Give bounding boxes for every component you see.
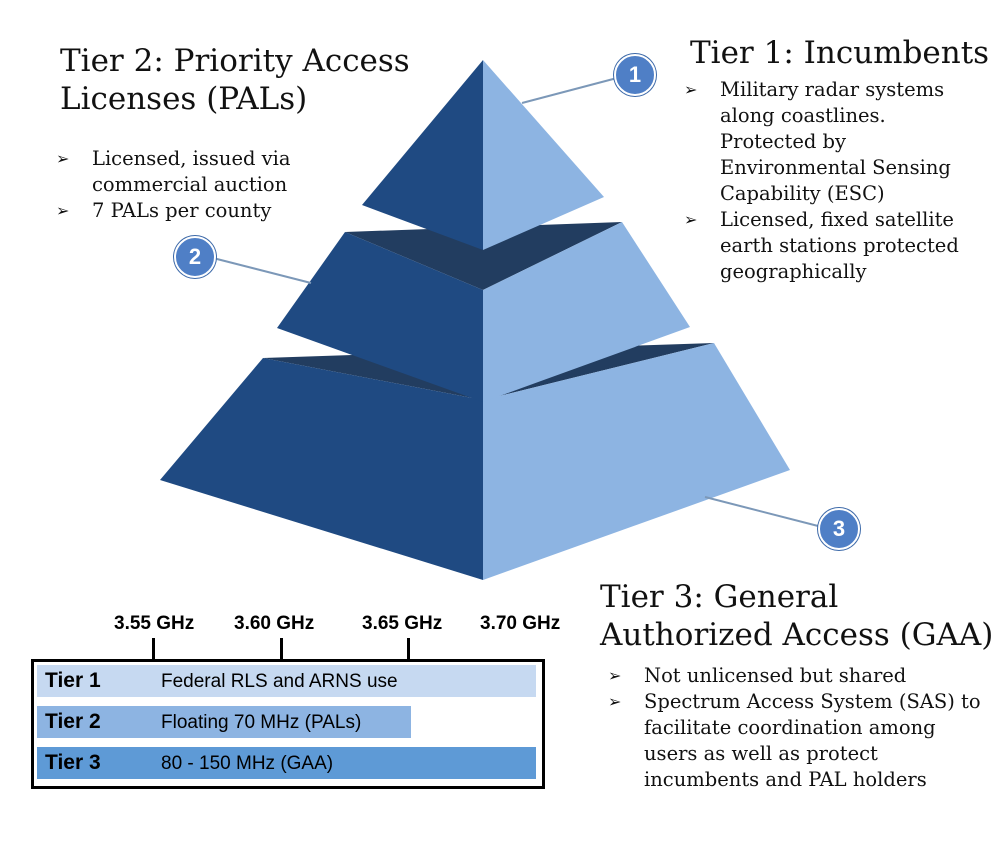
tier-3-title-line1: Tier 3: General	[600, 579, 839, 615]
tier-1-title: Tier 1: Incumbents	[690, 35, 990, 71]
tier-3-bullet: ➢ Spectrum Access System (SAS) to facilit…	[606, 689, 982, 793]
band-tier-label: Tier 2	[45, 710, 101, 733]
band-description: Floating 70 MHz (PALs)	[161, 712, 362, 733]
tier-3-bullet-text: Spectrum Access System (SAS) to facilita…	[644, 690, 981, 791]
connector-line-1	[521, 77, 618, 104]
tier-2-badge: 2	[174, 236, 216, 278]
spectrum-band-table: Tier 1 Federal RLS and ARNS use Tier 2 F…	[31, 659, 545, 789]
tier-3-bullet-text: Not unlicensed but shared	[644, 664, 907, 687]
band-row-tier-1: Tier 1 Federal RLS and ARNS use	[37, 665, 536, 697]
tier-2-bullet-text: Licensed, issued via commercial auction	[92, 147, 291, 196]
tier-2-title: Tier 2: Priority Access Licenses (PALs)	[60, 42, 410, 118]
tier-3-badge: 3	[818, 508, 860, 550]
pyramid-middle-left-face	[277, 232, 483, 402]
band-fill-tier-3	[37, 747, 536, 779]
pyramid-middle-shadow	[345, 222, 622, 290]
frequency-label-3-70: 3.70 GHz	[480, 613, 561, 634]
tier-2-title-line2: Licenses (PALs)	[60, 81, 308, 117]
connector-line-2	[212, 257, 312, 284]
tier-1-bullet: ➢ Licensed, fixed satellite earth station…	[682, 207, 982, 285]
tier-2-bullet: ➢ Licensed, issued via commercial auction	[54, 146, 324, 198]
pyramid-top-left-face	[362, 60, 483, 250]
pyramid-bottom-right-face	[483, 343, 790, 580]
tier-2-bullets: ➢ Licensed, issued via commercial auction…	[54, 146, 324, 224]
tier-3-title-line2: Authorized Access (GAA)	[600, 617, 994, 653]
frequency-label-3-60: 3.60 GHz	[234, 613, 315, 634]
pyramid-bottom-left-face	[160, 358, 483, 580]
tier-1-bullet: ➢ Military radar systems along coastlines…	[682, 77, 982, 207]
bullet-arrow-icon: ➢	[684, 210, 698, 229]
connector-line-3	[704, 496, 823, 528]
frequency-label-3-55: 3.55 GHz	[114, 613, 195, 634]
tier-2-bullet: ➢ 7 PALs per county	[54, 198, 324, 224]
tier-3-title: Tier 3: General Authorized Access (GAA)	[600, 578, 993, 654]
tier-1-badge: 1	[614, 54, 656, 96]
band-description: 80 - 150 MHz (GAA)	[161, 753, 334, 774]
band-description: Federal RLS and ARNS use	[161, 671, 398, 692]
band-fill-tier-1	[37, 665, 536, 697]
tier-2-title-line1: Tier 2: Priority Access	[60, 43, 410, 79]
three-tier-pyramid	[160, 60, 823, 580]
pyramid-top-right-face	[483, 60, 604, 250]
frequency-tick-3-65	[407, 638, 410, 660]
tier-2-bullet-text: 7 PALs per county	[92, 199, 272, 222]
tier-3-bullet: ➢ Not unlicensed but shared	[606, 663, 982, 689]
tier-1-bullet-text: Licensed, fixed satellite earth stations…	[720, 208, 959, 283]
band-tier-label: Tier 3	[45, 751, 101, 774]
bullet-arrow-icon: ➢	[56, 201, 70, 220]
band-row-tier-3: Tier 3 80 - 150 MHz (GAA)	[37, 747, 536, 779]
bullet-arrow-icon: ➢	[56, 149, 70, 168]
tier-1-bullets: ➢ Military radar systems along coastlines…	[682, 77, 982, 285]
band-fill-tier-2	[37, 706, 412, 738]
tier-3-bullets: ➢ Not unlicensed but shared ➢ Spectrum Acc…	[606, 663, 982, 793]
frequency-tick-3-60	[280, 638, 283, 660]
band-row-tier-2: Tier 2 Floating 70 MHz (PALs)	[37, 706, 536, 738]
frequency-label-3-65: 3.65 GHz	[362, 613, 443, 634]
bullet-arrow-icon: ➢	[684, 80, 698, 99]
bullet-arrow-icon: ➢	[608, 692, 622, 711]
band-tier-label: Tier 1	[45, 669, 101, 692]
pyramid-middle-right-face	[483, 222, 690, 402]
frequency-tick-3-55	[152, 638, 155, 660]
bullet-arrow-icon: ➢	[608, 666, 622, 685]
tier-1-bullet-text: Military radar systems along coastlines.…	[720, 78, 951, 205]
